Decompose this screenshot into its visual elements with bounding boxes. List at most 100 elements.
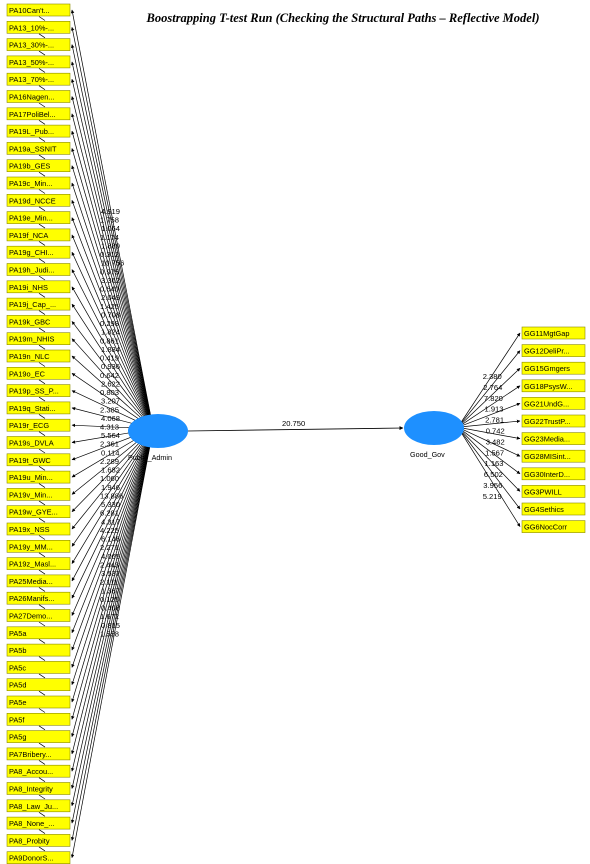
pa-indicator-box[interactable]: PA19f_NCA xyxy=(6,228,71,242)
pa-hash-mark xyxy=(38,535,46,540)
gg-indicator-box[interactable]: GG21UndG... xyxy=(521,397,586,410)
pa-indicator-box[interactable]: PA5g xyxy=(6,730,71,743)
pa-path-line xyxy=(71,165,153,426)
pa-path-value: 3.362 xyxy=(101,276,120,285)
pa-path-line xyxy=(71,234,153,427)
pa-path-value: 1.758 xyxy=(100,216,119,225)
pa-indicator-box[interactable]: PA8_Accou... xyxy=(6,764,71,778)
gg-indicator-label: GG4Sethics xyxy=(524,505,564,514)
pa-indicator-box[interactable]: PA19r_ECG xyxy=(6,418,71,432)
gg-indicator-label: GG21UndG... xyxy=(524,399,569,408)
pa-indicator-box[interactable]: PA19h_Judi... xyxy=(6,263,71,276)
pa-indicator-box[interactable]: PA16Nagen... xyxy=(6,90,71,103)
pa-indicator-box[interactable]: PA19z_Masl... xyxy=(6,557,71,570)
pa-path-value: 1.682 xyxy=(101,466,120,475)
pa-indicator-box[interactable]: PA19c_Min... xyxy=(6,176,71,190)
pa-indicator-label: PA13_50%-... xyxy=(9,58,54,67)
pa-hash-mark xyxy=(38,760,46,765)
pa-indicator-box[interactable]: PA5a xyxy=(6,626,71,640)
pa-indicator-box[interactable]: PA19u_Min... xyxy=(6,470,71,484)
pa-indicator-box[interactable]: PA19p_SS_P... xyxy=(6,384,71,397)
pa-path-value: 4.919 xyxy=(101,207,120,216)
pa-indicator-box[interactable]: PA19s_DVLA xyxy=(6,436,71,449)
gg-indicator-box[interactable]: GG30InterD... xyxy=(521,467,586,481)
pa-indicator-box[interactable]: PA19d_NCCE xyxy=(6,194,71,207)
pa-hash-mark xyxy=(38,708,46,713)
pa-indicator-rect xyxy=(6,20,71,34)
pa-path-line xyxy=(71,217,153,426)
pa-path-value: 0.936 xyxy=(101,362,120,371)
pa-path-value: 0.114 xyxy=(101,448,119,457)
pa-hash-mark xyxy=(38,777,46,782)
pa-indicator-box[interactable]: PA13_30%-... xyxy=(6,38,71,51)
pa-indicator-box[interactable]: PA10Can't... xyxy=(6,3,71,17)
public-admin-latent[interactable]: Public_Admin xyxy=(128,414,188,462)
pa-indicator-box[interactable]: PA5d xyxy=(6,678,71,692)
pa-indicator-box[interactable]: PA7Bribery... xyxy=(6,747,71,761)
gg-indicator-label: GG22TrustP... xyxy=(524,417,570,426)
pa-hash-mark xyxy=(38,293,46,298)
pa-indicator-box[interactable]: PA19y_MM... xyxy=(6,539,71,553)
pa-indicator-box[interactable]: PA19o_EC xyxy=(6,366,71,380)
pa-indicator-box[interactable]: PA13_10%-... xyxy=(6,20,71,34)
pa-indicator-box[interactable]: PA5f xyxy=(6,712,71,726)
pa-indicator-label: PA19h_Judi... xyxy=(9,266,54,275)
gg-indicator-box[interactable]: GG15Gmgers xyxy=(521,361,586,375)
pa-indicator-box[interactable]: PA8_Probity xyxy=(6,834,71,847)
gg-indicator-box[interactable]: GG3PWILL xyxy=(521,485,586,498)
pa-indicator-box[interactable]: PA13_50%-... xyxy=(6,55,71,69)
pa-indicator-box[interactable]: PA8_Law_Ju... xyxy=(6,799,71,813)
pa-hash-mark xyxy=(38,362,46,367)
pa-path-value: 2.289 xyxy=(100,457,119,466)
gg-indicator-box[interactable]: GG28MISint... xyxy=(521,449,586,463)
pa-indicator-rect xyxy=(6,38,71,51)
pa-path-line xyxy=(71,130,153,425)
pa-indicator-box[interactable]: PA8_None_... xyxy=(6,816,71,830)
pa-indicator-box[interactable]: PA5c xyxy=(6,661,71,674)
pa-path-line xyxy=(71,251,153,427)
pa-hash-mark xyxy=(38,258,46,263)
pa-indicator-box[interactable]: PA19L_Pub... xyxy=(6,124,71,138)
gg-indicator-box[interactable]: GG12DeliPr... xyxy=(521,344,586,357)
pa-indicator-label: PA19p_SS_P... xyxy=(9,387,59,396)
pa-indicator-box[interactable]: PA19g_CHI... xyxy=(6,245,71,259)
pa-indicator-box[interactable]: PA26Manifs... xyxy=(6,591,71,605)
pa-indicator-box[interactable]: PA19a_SSNIT xyxy=(6,142,71,155)
gg-indicator-box[interactable]: GG22TrustP... xyxy=(521,414,586,428)
pa-indicator-box[interactable]: PA19t_GWC xyxy=(6,453,71,467)
pa-indicator-box[interactable]: PA19b_GES xyxy=(6,159,71,172)
gg-indicator-box[interactable]: GG6NocCorr xyxy=(521,520,586,533)
gg-indicator-rect xyxy=(521,361,586,375)
gg-indicator-box[interactable]: GG4Sethics xyxy=(521,502,586,516)
gg-indicator-box[interactable]: GG23Media... xyxy=(521,432,586,445)
pa-indicator-box[interactable]: PA19i_NHS xyxy=(6,280,71,294)
pa-indicator-box[interactable]: PA5b xyxy=(6,643,71,657)
good-gov-latent[interactable]: Good_Gov xyxy=(404,411,464,459)
pa-indicator-box[interactable]: PA8_Integrity xyxy=(6,782,71,795)
pa-indicator-box[interactable]: PA19v_Min... xyxy=(6,488,71,501)
gg-indicator-box[interactable]: GG11MgtGap xyxy=(521,326,586,340)
pa-indicator-box[interactable]: PA27Demo... xyxy=(6,609,71,622)
pa-indicator-box[interactable]: PA13_70%-... xyxy=(6,72,71,86)
pa-indicator-rect xyxy=(6,124,71,138)
pa-indicator-label: PA19z_Masl... xyxy=(9,560,56,569)
pa-indicator-box[interactable]: PA19e_Min... xyxy=(6,211,71,224)
pa-indicator-box[interactable]: PA19j_Cap_... xyxy=(6,297,71,311)
pa-indicator-box[interactable]: PA25Media... xyxy=(6,574,71,588)
gg-path-line xyxy=(459,429,521,510)
pa-indicator-rect xyxy=(6,436,71,449)
pa-hash-mark xyxy=(38,327,46,333)
pa-indicator-box[interactable]: PA5e xyxy=(6,695,71,709)
pa-indicator-box[interactable]: PA19q_Stati... xyxy=(6,401,71,415)
gg-indicator-box[interactable]: GG18PsysW... xyxy=(521,379,586,393)
pa-indicator-box[interactable]: PA19x_NSS xyxy=(6,522,71,536)
gg-path-line xyxy=(459,429,521,492)
pa-indicator-box[interactable]: PA19n_NLC xyxy=(6,349,71,363)
pa-indicator-box[interactable]: PA19w_GYE... xyxy=(6,505,71,519)
pa-path-value: 3.207 xyxy=(101,397,120,406)
structural-path-value: 20.750 xyxy=(282,419,305,428)
pa-indicator-box[interactable]: PA19m_NHIS xyxy=(6,332,71,346)
pa-indicator-box[interactable]: PA17PoliBel... xyxy=(6,107,71,121)
pa-indicator-box[interactable]: PA9DonorS... xyxy=(6,851,71,864)
pa-indicator-box[interactable]: PA19k_GBC xyxy=(6,315,71,328)
